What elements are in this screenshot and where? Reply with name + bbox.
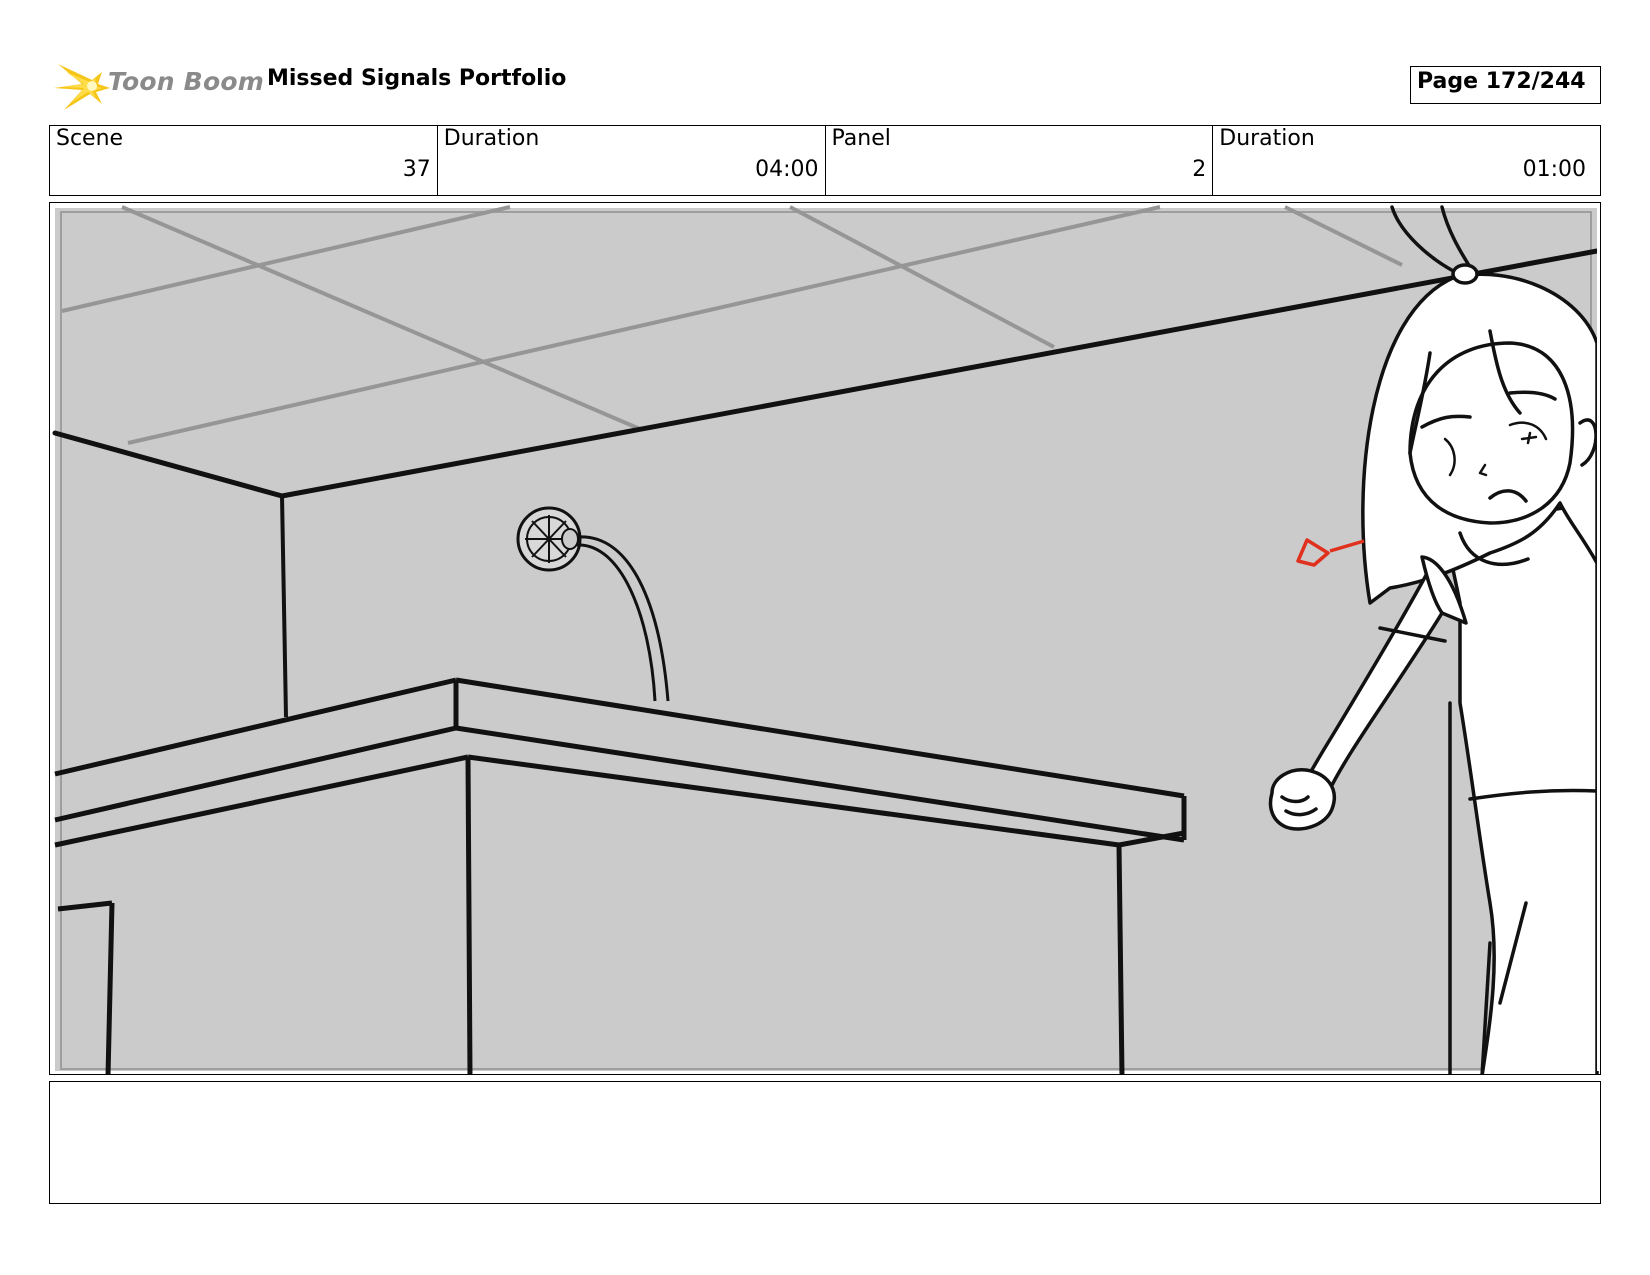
panel-duration-cell: Duration 01:00 (1213, 126, 1600, 195)
wall-corner (280, 495, 288, 718)
character (1268, 205, 1599, 1074)
scene-duration-label: Duration (443, 126, 540, 151)
scene-cell: Scene 37 (50, 126, 438, 195)
page-label: Page 172/244 (1417, 69, 1586, 94)
wall-camera (516, 506, 670, 702)
page-indicator: Page 172/244 (1410, 66, 1601, 104)
scene-duration-cell: Duration 04:00 (438, 126, 826, 195)
ceiling-tiles (61, 205, 1403, 445)
scene-info-table: Scene 37 Duration 04:00 Panel 2 Duration… (49, 125, 1601, 196)
panel-duration-label: Duration (1219, 126, 1315, 151)
toon-boom-logo: Toon Boom (52, 58, 264, 112)
document-title: Missed Signals Portfolio (267, 66, 567, 91)
storyboard-sketch (52, 205, 1600, 1074)
cabinet (54, 677, 1187, 1074)
scene-value: 37 (402, 157, 431, 182)
logo-text: Toon Boom (108, 67, 264, 96)
scene-duration-value: 04:00 (755, 157, 819, 182)
storyboard-panel (49, 202, 1601, 1075)
toon-boom-burst-icon (54, 64, 110, 110)
panel-label: Panel (831, 126, 891, 151)
panel-duration-value: 01:00 (1522, 157, 1586, 182)
red-mark-icon (1296, 538, 1365, 567)
ceiling-edge (52, 248, 1600, 499)
sketch-background (55, 208, 1597, 1071)
panel-cell: Panel 2 (826, 126, 1214, 195)
scene-label: Scene (56, 126, 124, 151)
panel-value: 2 (1192, 157, 1207, 182)
panel-notes (49, 1081, 1601, 1204)
